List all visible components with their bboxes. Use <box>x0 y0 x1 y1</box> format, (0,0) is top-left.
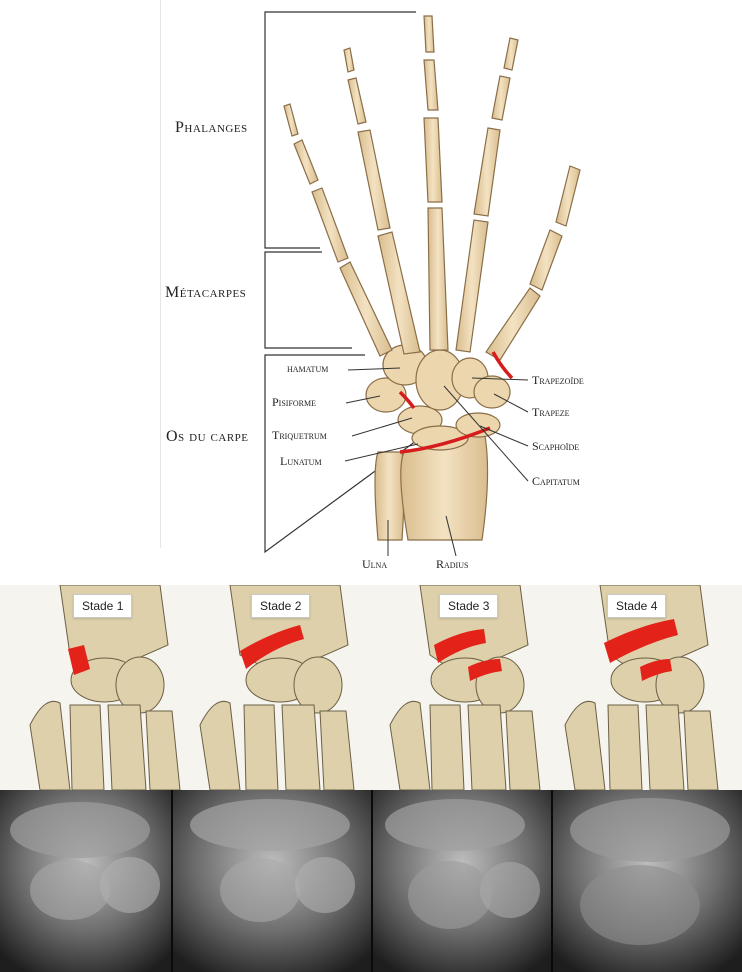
label-pisiforme: Pisiforme <box>272 395 316 410</box>
xray-stage-4 <box>552 790 742 972</box>
metacarpal-bones <box>340 208 540 360</box>
label-trapeze: Trapeze <box>532 405 570 420</box>
label-capitatum: Capitatum <box>532 474 580 489</box>
stage-3-label: Stade 3 <box>439 594 498 618</box>
xray-stage-3 <box>372 790 552 972</box>
trapeze-bone <box>474 376 510 408</box>
hand-skeleton-illustration <box>0 0 742 578</box>
label-trapezoide: Trapezoïde <box>532 373 584 388</box>
label-carpe: Os du carpe <box>166 428 249 446</box>
label-radius: Radius <box>436 557 468 572</box>
label-metacarpes: Métacarpes <box>165 284 246 302</box>
ulna-bone <box>375 452 404 540</box>
label-phalanges: Phalanges <box>175 119 248 137</box>
stage-4-label: Stade 4 <box>607 594 666 618</box>
label-hamatum: hamatum <box>287 361 328 376</box>
label-ulna: Ulna <box>362 557 387 572</box>
label-lunatum: Lunatum <box>280 454 322 469</box>
xray-images <box>0 790 742 972</box>
stage-2-label: Stade 2 <box>251 594 310 618</box>
xray-stage-1 <box>0 790 172 972</box>
label-triquetrum: Triquetrum <box>272 428 327 443</box>
stage-1-label: Stade 1 <box>73 594 132 618</box>
xray-stage-2 <box>172 790 372 972</box>
carpal-bones <box>366 345 510 450</box>
label-scaphoide: Scaphoïde <box>532 439 579 454</box>
